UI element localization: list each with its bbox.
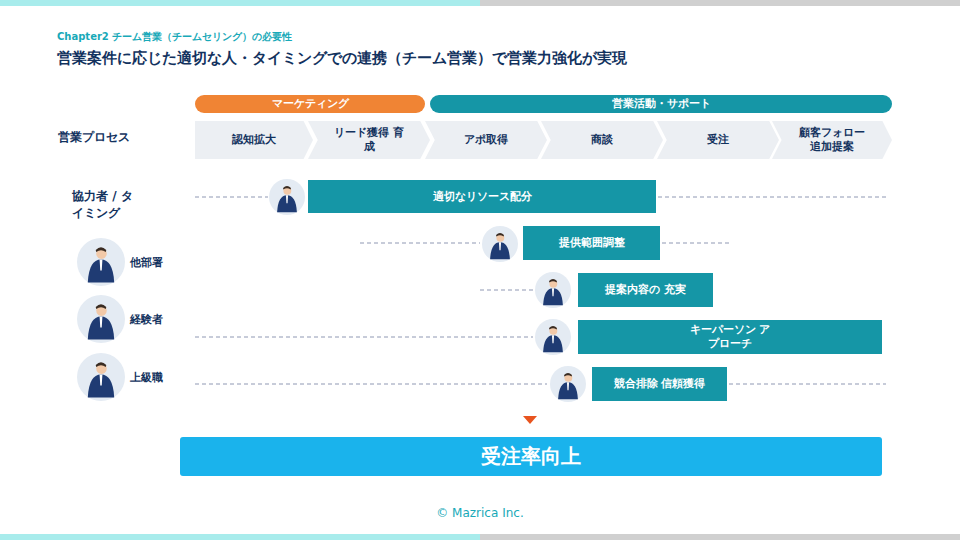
row-label: 営業プロセス bbox=[55, 129, 133, 146]
support-box: 提供範囲調整 bbox=[523, 226, 660, 260]
process-chevron: 顧客フォロー 追加提案 bbox=[772, 121, 892, 159]
process-chevron: 商談 bbox=[541, 121, 663, 159]
support-box: 競合排除 信頼獲得 bbox=[592, 367, 727, 401]
chevron-fill bbox=[657, 121, 779, 159]
row-label: 他部署 bbox=[130, 255, 163, 270]
node-text: 適切なリソース配分 bbox=[433, 190, 532, 204]
row-label: 協力者 / タイミング bbox=[72, 188, 142, 222]
dashed-guides bbox=[195, 197, 886, 384]
chapter-label: Chapter2 チーム営業（チームセリング）の必要性 bbox=[57, 30, 292, 44]
down-triangle bbox=[523, 416, 537, 424]
support-box: 適切なリソース配分 bbox=[308, 180, 656, 213]
support-box: 提案内容の 充実 bbox=[578, 273, 713, 307]
support-box: キーパーソン アプローチ bbox=[578, 320, 882, 354]
chevron-fill bbox=[195, 121, 313, 159]
process-chevron: リード獲得 育成 bbox=[308, 121, 430, 159]
chevron-fill bbox=[772, 121, 892, 159]
node-text: 提案内容の 充実 bbox=[605, 283, 686, 297]
node-text: 顧客フォロー 追加提案 bbox=[792, 126, 872, 154]
row-label: 経験者 bbox=[130, 312, 163, 327]
phase-band: マーケティング bbox=[195, 95, 425, 113]
node-text: 認知拡大 bbox=[232, 133, 276, 147]
node-text: 競合排除 信頼獲得 bbox=[614, 377, 706, 391]
bottom-bar bbox=[480, 534, 960, 540]
row-label: 上級職 bbox=[130, 370, 163, 385]
phase-band: 営業活動・サポート bbox=[430, 95, 892, 113]
node-text: キーパーソン アプローチ bbox=[685, 323, 775, 351]
node-text: 受注率向上 bbox=[481, 444, 581, 469]
chevron-fill bbox=[425, 121, 547, 159]
process-chevron: 認知拡大 bbox=[195, 121, 313, 159]
copyright: © Mazrica Inc. bbox=[380, 506, 580, 520]
node-text: 商談 bbox=[591, 133, 613, 147]
result-bar: 受注率向上 bbox=[180, 437, 882, 476]
process-chevron: 受注 bbox=[657, 121, 779, 159]
node-text: 受注 bbox=[707, 133, 729, 147]
title: 営業案件に応じた適切な人・タイミングでの連携（チーム営業）で営業力強化が実現 bbox=[57, 49, 627, 68]
node-text: マーケティング bbox=[272, 97, 349, 111]
bottom-bar bbox=[0, 534, 480, 540]
chevron-fill bbox=[308, 121, 430, 159]
top-bar bbox=[0, 0, 480, 6]
node-text: アポ取得 bbox=[464, 133, 508, 147]
top-bar bbox=[480, 0, 960, 6]
process-chevron: アポ取得 bbox=[425, 121, 547, 159]
node-text: 提供範囲調整 bbox=[559, 236, 625, 250]
node-text: リード獲得 育成 bbox=[329, 126, 409, 154]
chevron-fill bbox=[541, 121, 663, 159]
node-text: 営業活動・サポート bbox=[612, 97, 711, 111]
